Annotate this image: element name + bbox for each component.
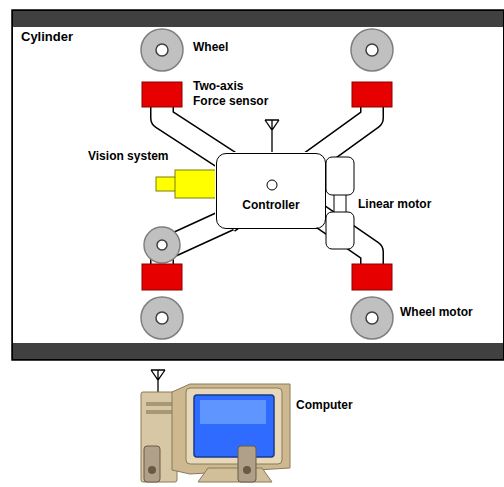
cylinder-wall: [12, 343, 504, 360]
region-title: Cylinder: [21, 29, 503, 44]
antenna-symbol: [265, 120, 279, 152]
part-label: Two-axis Force sensor: [193, 79, 273, 109]
robot-arms: [162, 104, 372, 266]
camera-lens: [156, 177, 176, 191]
linear-motor: [326, 157, 354, 249]
controller-ground: [215, 152, 325, 228]
computer-illustration: [141, 384, 290, 482]
antenna-symbol: [151, 370, 165, 392]
force-sensors: [142, 82, 392, 290]
camera-body: [175, 170, 217, 198]
box-label: Controller: [221, 198, 321, 213]
cylinder-body: [12, 10, 504, 360]
part-label: Wheel motor: [400, 305, 473, 320]
controller-box: Controller: [216, 153, 326, 229]
wheel-hubs: [156, 44, 378, 324]
cylinder-wall: [12, 10, 504, 27]
part-label: Linear motor: [358, 197, 431, 212]
wheels: [141, 29, 393, 339]
part-label: Vision system: [88, 149, 168, 164]
part-label: Wheel: [193, 40, 228, 55]
part-label: Computer: [296, 398, 353, 413]
controller-hub: [267, 180, 277, 190]
